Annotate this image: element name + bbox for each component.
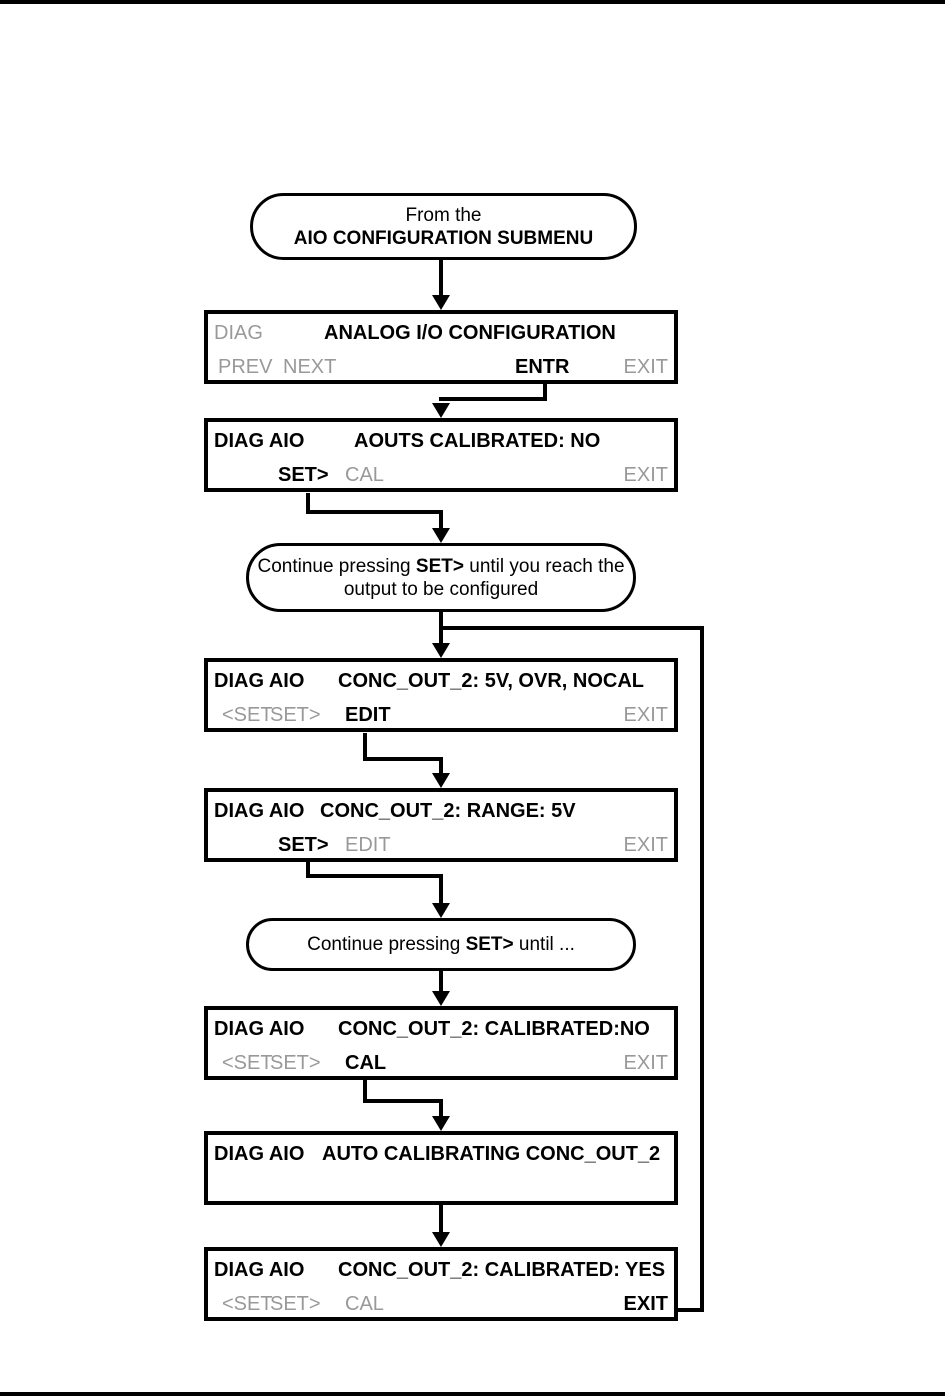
softkey-set-right: SET> bbox=[270, 1052, 321, 1074]
terminator-continue1-line1: Continue pressing SET> until you reach t… bbox=[257, 555, 624, 578]
softkey-set-right: SET> bbox=[270, 704, 321, 726]
softkey-next: NEXT bbox=[283, 356, 337, 378]
mode-label: DIAG bbox=[214, 322, 263, 344]
lcd-screen-conc-out-2-calibrated-yes: DIAG AIO CONC_OUT_2: CALIBRATED: YES <SE… bbox=[204, 1247, 678, 1321]
arrow-continue1-head bbox=[432, 643, 450, 658]
lcd-screen-aouts-calibrated: DIAG AIO AOUTS CALIBRATED: NO SET> CAL E… bbox=[204, 418, 678, 492]
mode-label: DIAG AIO bbox=[214, 1259, 305, 1281]
softkey-set-left: <SET bbox=[222, 1052, 273, 1074]
arrow-start-to-screen1-line bbox=[439, 257, 443, 296]
arrow-entr-drop bbox=[543, 384, 547, 401]
continue2-prefix: Continue pressing bbox=[307, 934, 466, 955]
screen-title: ANALOG I/O CONFIGURATION bbox=[324, 322, 616, 344]
screen-title: CONC_OUT_2: RANGE: 5V bbox=[320, 800, 576, 822]
arrow-set2-drop bbox=[306, 862, 310, 878]
arrow-entr-horizontal bbox=[439, 397, 547, 401]
softkey-cal: CAL bbox=[345, 464, 384, 486]
terminator-continue1-line2: output to be configured bbox=[343, 578, 539, 600]
arrow-edit-drop2 bbox=[439, 757, 443, 775]
page-bottom-rule bbox=[0, 1392, 945, 1396]
loop-line-top bbox=[439, 626, 704, 630]
mode-label: DIAG AIO bbox=[214, 430, 305, 452]
arrow-edit-head bbox=[432, 773, 450, 788]
arrow-set2-horizontal bbox=[306, 874, 443, 878]
arrow-set-drop bbox=[306, 493, 310, 514]
softkey-edit: EDIT bbox=[345, 834, 391, 856]
softkey-set-right: SET> bbox=[278, 464, 329, 486]
softkey-set-right: SET> bbox=[278, 834, 329, 856]
softkey-edit: EDIT bbox=[345, 704, 391, 726]
screen-title: CONC_OUT_2: CALIBRATED: YES bbox=[338, 1259, 666, 1281]
softkey-exit: EXIT bbox=[623, 834, 668, 856]
arrow-entr-head bbox=[432, 403, 450, 418]
terminator-start-line1: From the bbox=[405, 204, 482, 226]
arrow-set2-drop2 bbox=[439, 874, 443, 904]
arrow-autocal-head bbox=[432, 1232, 450, 1247]
arrow-continue2-head bbox=[432, 991, 450, 1006]
continue2-suffix: until ... bbox=[513, 934, 575, 955]
continue2-key: SET> bbox=[465, 934, 514, 955]
softkey-cal: CAL bbox=[345, 1052, 387, 1074]
softkey-set-left: <SET bbox=[222, 1293, 273, 1315]
softkey-exit: EXIT bbox=[623, 356, 668, 378]
lcd-screen-analog-io-configuration: DIAG ANALOG I/O CONFIGURATION PREV NEXT … bbox=[204, 310, 678, 384]
lcd-screen-conc-out-2-range: DIAG AIO CONC_OUT_2: RANGE: 5V SET> EDIT… bbox=[204, 788, 678, 862]
screen-title: AUTO CALIBRATING CONC_OUT_2 bbox=[322, 1143, 661, 1165]
screen-title: CONC_OUT_2: CALIBRATED:NO bbox=[338, 1018, 650, 1040]
terminator-start: From the AIO CONFIGURATION SUBMENU bbox=[250, 193, 637, 260]
mode-label: DIAG AIO bbox=[214, 800, 305, 822]
lcd-screen-conc-out-2-status: DIAG AIO CONC_OUT_2: 5V, OVR, NOCAL <SET… bbox=[204, 658, 678, 732]
arrow-continue2-line bbox=[439, 968, 443, 993]
softkey-cal: CAL bbox=[345, 1293, 384, 1315]
continue1-suffix: until you reach the bbox=[463, 555, 625, 577]
arrow-set2-head bbox=[432, 903, 450, 918]
softkey-exit: EXIT bbox=[623, 464, 668, 486]
mode-label: DIAG AIO bbox=[214, 670, 305, 692]
mode-label: DIAG AIO bbox=[214, 1143, 305, 1165]
continue1-prefix: Continue pressing bbox=[257, 555, 416, 577]
arrow-set-horizontal bbox=[306, 510, 443, 514]
softkey-prev: PREV bbox=[218, 356, 273, 378]
screen-title: CONC_OUT_2: 5V, OVR, NOCAL bbox=[338, 670, 644, 692]
arrow-edit-drop bbox=[363, 733, 367, 761]
terminator-continue2-line1: Continue pressing SET> until ... bbox=[307, 933, 575, 956]
arrow-edit-horizontal bbox=[363, 757, 443, 761]
arrow-set-head bbox=[432, 528, 450, 543]
terminator-continue-pressing-set: Continue pressing SET> until you reach t… bbox=[246, 543, 636, 612]
terminator-start-line2: AIO CONFIGURATION SUBMENU bbox=[293, 227, 594, 249]
continue1-key: SET> bbox=[415, 555, 464, 577]
page-top-rule bbox=[0, 0, 945, 4]
arrow-autocal-line bbox=[439, 1205, 443, 1233]
lcd-screen-auto-calibrating: DIAG AIO AUTO CALIBRATING CONC_OUT_2 bbox=[204, 1131, 678, 1205]
arrow-cal-drop2 bbox=[439, 1099, 443, 1117]
softkey-exit: EXIT bbox=[623, 1052, 668, 1074]
screen-title: AOUTS CALIBRATED: NO bbox=[354, 430, 601, 452]
softkey-entr: ENTR bbox=[515, 356, 570, 378]
arrow-cal-drop bbox=[363, 1080, 367, 1103]
arrow-cal-head bbox=[432, 1116, 450, 1131]
lcd-screen-conc-out-2-calibrated-no: DIAG AIO CONC_OUT_2: CALIBRATED:NO <SET … bbox=[204, 1006, 678, 1080]
softkey-exit: EXIT bbox=[623, 1293, 668, 1315]
mode-label: DIAG AIO bbox=[214, 1018, 305, 1040]
softkey-set-right: SET> bbox=[270, 1293, 321, 1315]
softkey-exit: EXIT bbox=[623, 704, 668, 726]
loop-line-bottom bbox=[678, 1308, 704, 1312]
softkey-set-left: <SET bbox=[222, 704, 273, 726]
terminator-continue-until: Continue pressing SET> until ... bbox=[246, 918, 636, 971]
arrow-start-to-screen1-head bbox=[432, 295, 450, 310]
arrow-set-drop2 bbox=[439, 510, 443, 529]
arrow-cal-horizontal bbox=[363, 1099, 443, 1103]
loop-line-right bbox=[700, 626, 704, 1312]
